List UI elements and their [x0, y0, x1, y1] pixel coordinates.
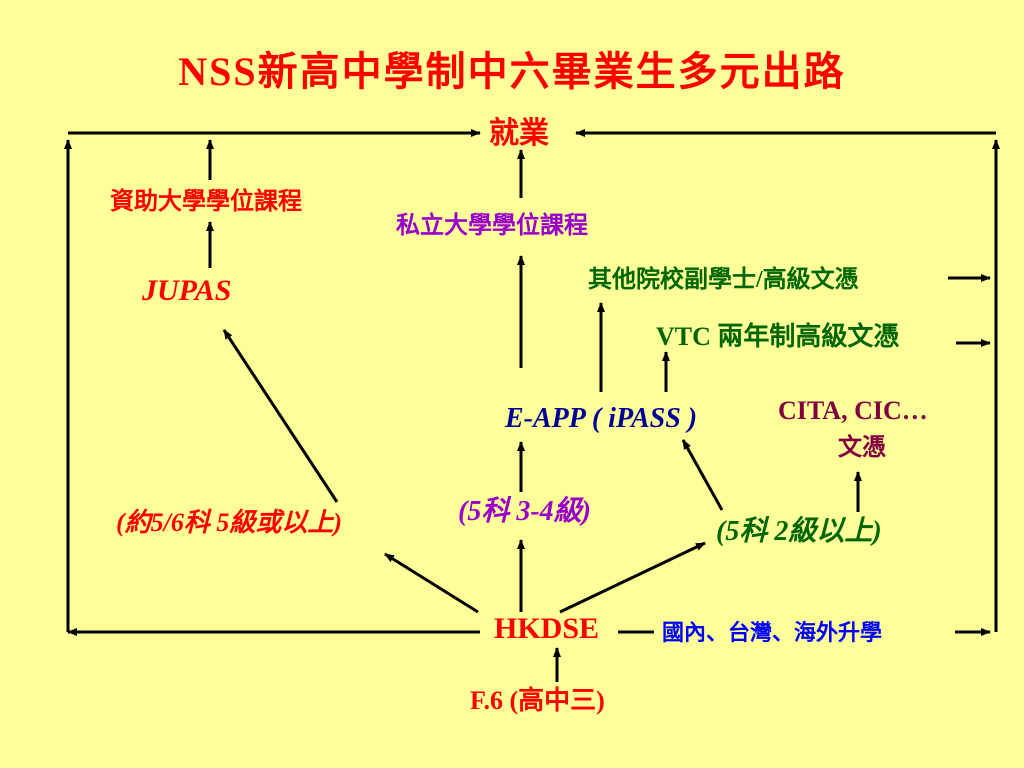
node-f6: F.6 (高中三) — [470, 686, 605, 715]
page-title: NSS新高中學制中六畢業生多元出路 — [178, 49, 846, 94]
node-employment: 就業 — [489, 117, 549, 150]
node-funded-degree: 資助大學學位課程 — [110, 189, 302, 215]
node-req-eapp: (5科 3-4級) — [458, 496, 591, 527]
node-eapp: E-APP ( iPASS ) — [505, 403, 698, 434]
node-req-level2: (5科 2級以上) — [716, 516, 882, 547]
node-hkdse: HKDSE — [494, 612, 600, 645]
arrow-req-to-jupas — [222, 329, 339, 503]
node-overseas: 國內、台灣、海外升學 — [662, 620, 883, 645]
node-jupas: JUPAS — [142, 274, 232, 307]
arrow-req-level2-to-eapp — [681, 439, 724, 511]
node-cita-diploma: 文憑 — [838, 435, 886, 461]
node-req-jupas: (約5/6科 5級或以上) — [116, 508, 343, 537]
arrow-hkdse-to-req-level2 — [559, 541, 706, 614]
node-private-degree: 私立大學學位課程 — [396, 213, 588, 239]
arrow-hkdse-to-req-jupas — [384, 552, 479, 614]
node-vtc: VTC 兩年制高級文憑 — [656, 322, 900, 351]
node-other-associate: 其他院校副學士/高級文憑 — [588, 267, 859, 293]
node-cita: CITA, CIC… — [778, 396, 928, 425]
